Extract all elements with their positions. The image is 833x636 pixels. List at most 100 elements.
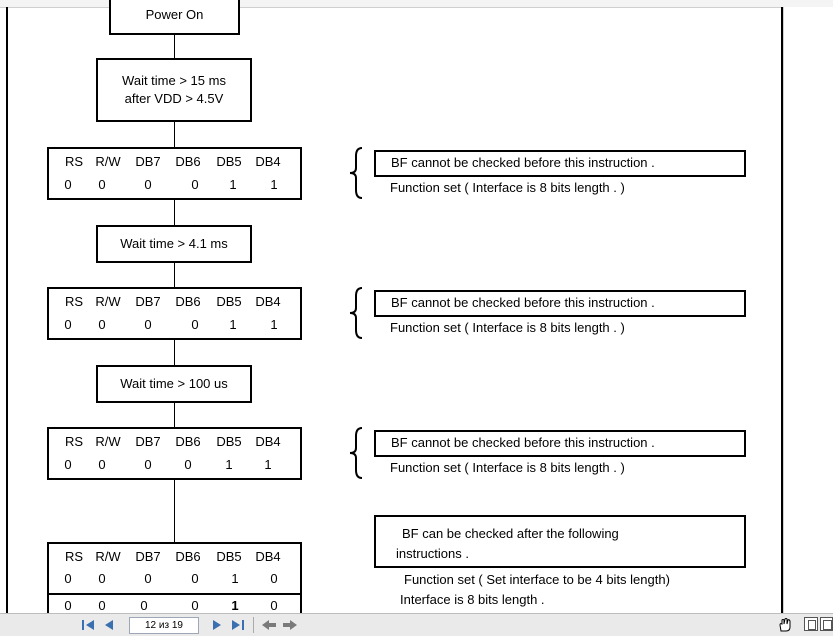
header-db4: DB4: [255, 294, 281, 309]
register-box-2: RS R/W DB7 DB6 DB5 DB4 0 0 0 0 1 1: [47, 287, 302, 340]
bf-note-1: BF cannot be checked before this instruc…: [374, 150, 746, 177]
back-icon[interactable]: [260, 618, 278, 632]
header-db7: DB7: [135, 549, 161, 564]
wait-box-1-line-2: after VDD > 4.5V: [124, 91, 224, 106]
function-set-caption-2: Function set ( Interface is 8 bits lengt…: [390, 320, 625, 335]
register-value-row: 0 0 0 0 1 0: [49, 571, 300, 589]
header-db4: DB4: [255, 549, 281, 564]
bf-note-3-text: BF cannot be checked before this instruc…: [391, 435, 655, 450]
register-header-row: RS R/W DB7 DB6 DB5 DB4: [49, 294, 300, 312]
first-page-icon[interactable]: [80, 618, 96, 632]
continuous-view-icon[interactable]: [820, 617, 833, 631]
navigation-bar: 12 из 19: [0, 613, 833, 636]
prev-page-icon[interactable]: [102, 618, 116, 632]
value-db5: 1: [225, 457, 233, 472]
connector-line: [174, 122, 175, 148]
header-db6: DB6: [175, 549, 201, 564]
header-rw: R/W: [95, 154, 121, 169]
value-db5: 1: [231, 571, 239, 586]
curly-brace-icon: [349, 427, 363, 479]
header-db4: DB4: [255, 434, 281, 449]
wait-box-3-label: Wait time > 100 us: [120, 376, 228, 391]
value-db6: 0: [191, 317, 199, 332]
right-pane: [783, 7, 833, 613]
value-db7: 0: [144, 571, 152, 586]
last-page-icon[interactable]: [230, 618, 246, 632]
wait-box-2-label: Wait time > 4.1 ms: [120, 236, 228, 251]
forward-icon[interactable]: [281, 618, 299, 632]
register-box-3: RS R/W DB7 DB6 DB5 DB4 0 0 0 0 1 1: [47, 427, 302, 480]
register-box-1: RS R/W DB7 DB6 DB5 DB4 0 0 0 0 1 1: [47, 147, 302, 200]
register-box-4: RS R/W DB7 DB6 DB5 DB4 0 0 0 0 1 0 0 0 0…: [47, 542, 302, 622]
value-rs: 0: [64, 177, 72, 192]
power-on-box: Power On: [109, 0, 240, 35]
header-db6: DB6: [175, 154, 201, 169]
window-top-strip: [0, 0, 833, 8]
wait-box-2: Wait time > 4.1 ms: [96, 225, 252, 263]
next-page-icon[interactable]: [210, 618, 224, 632]
connector-line: [174, 339, 175, 365]
interface-8bit-caption: Interface is 8 bits length .: [400, 592, 545, 607]
value-db6: 0: [191, 571, 199, 586]
header-rw: R/W: [95, 294, 121, 309]
value-db6: 0: [191, 177, 199, 192]
header-db5: DB5: [216, 549, 242, 564]
value-rw: 0: [98, 317, 106, 332]
register-value-row: 0 0 0 0 1 0: [49, 598, 300, 616]
wait-box-3: Wait time > 100 us: [96, 365, 252, 403]
header-rs: RS: [64, 294, 84, 309]
value-db5: 1: [231, 598, 239, 613]
value-rs: 0: [64, 598, 72, 613]
continuous-view-glyph: [823, 620, 832, 630]
curly-brace-icon: [349, 287, 363, 339]
function-set-4bit-caption: Function set ( Set interface to be 4 bit…: [404, 572, 670, 587]
curly-brace-icon: [349, 147, 363, 199]
connector-line: [174, 34, 175, 59]
value-db6: 0: [184, 457, 192, 472]
page-border-right: [781, 7, 783, 613]
bf-can-note: BF can be checked after the following in…: [374, 515, 746, 568]
bf-note-3: BF cannot be checked before this instruc…: [374, 430, 746, 457]
value-db7: 0: [144, 317, 152, 332]
header-rw: R/W: [95, 434, 121, 449]
header-rw: R/W: [95, 549, 121, 564]
header-db5: DB5: [216, 434, 242, 449]
register-value-row: 0 0 0 0 1 1: [49, 177, 300, 195]
register-divider: [49, 593, 300, 595]
value-db7: 0: [144, 457, 152, 472]
value-rs: 0: [64, 457, 72, 472]
register-header-row: RS R/W DB7 DB6 DB5 DB4: [49, 549, 300, 567]
connector-line: [174, 479, 175, 543]
value-db4: 1: [270, 177, 278, 192]
value-db7: 0: [144, 177, 152, 192]
header-db7: DB7: [135, 434, 161, 449]
bf-note-2: BF cannot be checked before this instruc…: [374, 290, 746, 317]
header-rs: RS: [64, 154, 84, 169]
value-db5: 1: [229, 317, 237, 332]
function-set-caption-3: Function set ( Interface is 8 bits lengt…: [390, 460, 625, 475]
value-db7: 0: [140, 598, 148, 613]
power-on-label: Power On: [145, 7, 204, 22]
page-number-field[interactable]: 12 из 19: [129, 617, 199, 634]
page-border-left: [6, 7, 8, 613]
bf-note-1-text: BF cannot be checked before this instruc…: [391, 155, 655, 170]
value-db6: 0: [191, 598, 199, 613]
function-set-caption-1: Function set ( Interface is 8 bits lengt…: [390, 180, 625, 195]
single-page-view-icon[interactable]: [804, 617, 818, 631]
value-rw: 0: [98, 177, 106, 192]
value-rs: 0: [64, 571, 72, 586]
header-db4: DB4: [255, 154, 281, 169]
value-db4: 1: [270, 317, 278, 332]
wait-box-1-line-1: Wait time > 15 ms: [122, 73, 226, 88]
bf-can-note-line-2: instructions .: [396, 546, 469, 561]
value-db4: 1: [264, 457, 272, 472]
hand-tool-icon[interactable]: [777, 618, 793, 632]
toolbar-separator: [253, 617, 254, 633]
value-rw: 0: [98, 598, 106, 613]
header-db7: DB7: [135, 154, 161, 169]
wait-box-1: Wait time > 15 ms after VDD > 4.5V: [96, 58, 252, 122]
register-header-row: RS R/W DB7 DB6 DB5 DB4: [49, 434, 300, 452]
connector-line: [174, 262, 175, 288]
value-rw: 0: [98, 571, 106, 586]
connector-line: [174, 402, 175, 428]
